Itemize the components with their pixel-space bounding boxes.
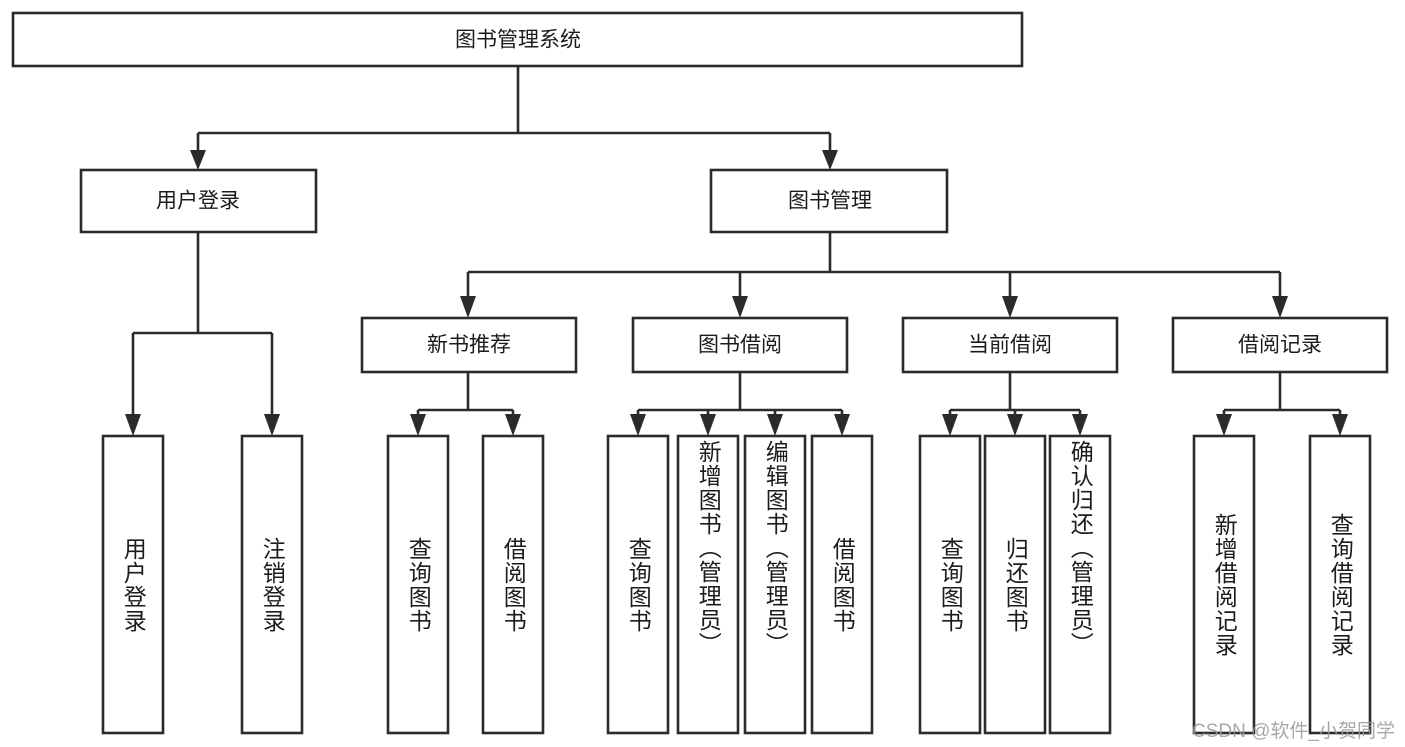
node-leaf-user-logout[interactable] [240,434,304,735]
arrow-to-leaf-add-record [1216,414,1232,436]
arrow-to-leaf-return-book [1007,414,1023,436]
node-root[interactable] [11,11,1024,68]
node-leaf-confirm-return[interactable] [1048,434,1112,735]
node-book-borrow[interactable] [631,316,849,374]
node-leaf-add-record[interactable] [1192,434,1256,735]
arrow-to-book-borrow [732,296,748,318]
arrow-to-borrow-record [1272,296,1288,318]
node-leaf-query-book-1[interactable] [386,434,450,735]
arrow-to-leaf-user-logout [264,414,280,436]
node-borrow-record[interactable] [1171,316,1389,374]
node-user-login[interactable] [79,168,318,234]
arrow-to-leaf-edit-book [767,414,783,436]
arrow-to-user-login [190,150,206,170]
arrow-to-leaf-query-record [1332,414,1348,436]
arrow-to-current-borrow [1002,296,1018,318]
node-book-manage[interactable] [709,168,949,234]
node-leaf-query-book-3[interactable] [918,434,982,735]
arrow-to-leaf-confirm-return [1072,414,1088,436]
node-leaf-borrow-book-1[interactable] [481,434,545,735]
nodes-layer: 图书管理系统 用户登录 图书管理 新书推荐 图书借阅 当前借阅 借阅记录 [11,11,1389,735]
connectors-layer [125,66,1348,436]
node-current-borrow[interactable] [901,316,1119,374]
node-leaf-edit-book[interactable] [743,434,807,735]
node-leaf-borrow-book-2[interactable] [810,434,874,735]
node-user-login-label: 用户登录 [156,190,240,213]
node-leaf-user-login[interactable] [101,434,165,735]
node-leaf-return-book[interactable] [983,434,1047,735]
arrow-to-leaf-query-book-3 [942,414,958,436]
arrow-to-book-manage [822,150,838,170]
arrow-to-leaf-user-login [125,414,141,436]
arrow-to-new-book-recommend [460,296,476,318]
node-borrow-record-label: 借阅记录 [1238,334,1322,357]
node-leaf-add-book[interactable] [676,434,740,735]
arrow-to-leaf-query-book-2 [630,414,646,436]
node-leaf-query-record[interactable] [1308,434,1372,735]
node-new-book-recommend-label: 新书推荐 [427,334,511,357]
arrow-to-leaf-borrow-book-2 [834,414,850,436]
node-root-label: 图书管理系统 [455,29,581,52]
node-new-book-recommend[interactable] [360,316,578,374]
arrow-to-leaf-query-book-1 [410,414,426,436]
node-leaf-query-book-2[interactable] [606,434,670,735]
node-book-borrow-label: 图书借阅 [698,334,782,357]
arrow-to-leaf-borrow-book-1 [505,414,521,436]
node-current-borrow-label: 当前借阅 [968,334,1052,357]
watermark-text: CSDN @软件_小贺同学 [1192,721,1395,742]
arrow-to-leaf-add-book [700,414,716,436]
node-book-manage-label: 图书管理 [788,190,872,213]
